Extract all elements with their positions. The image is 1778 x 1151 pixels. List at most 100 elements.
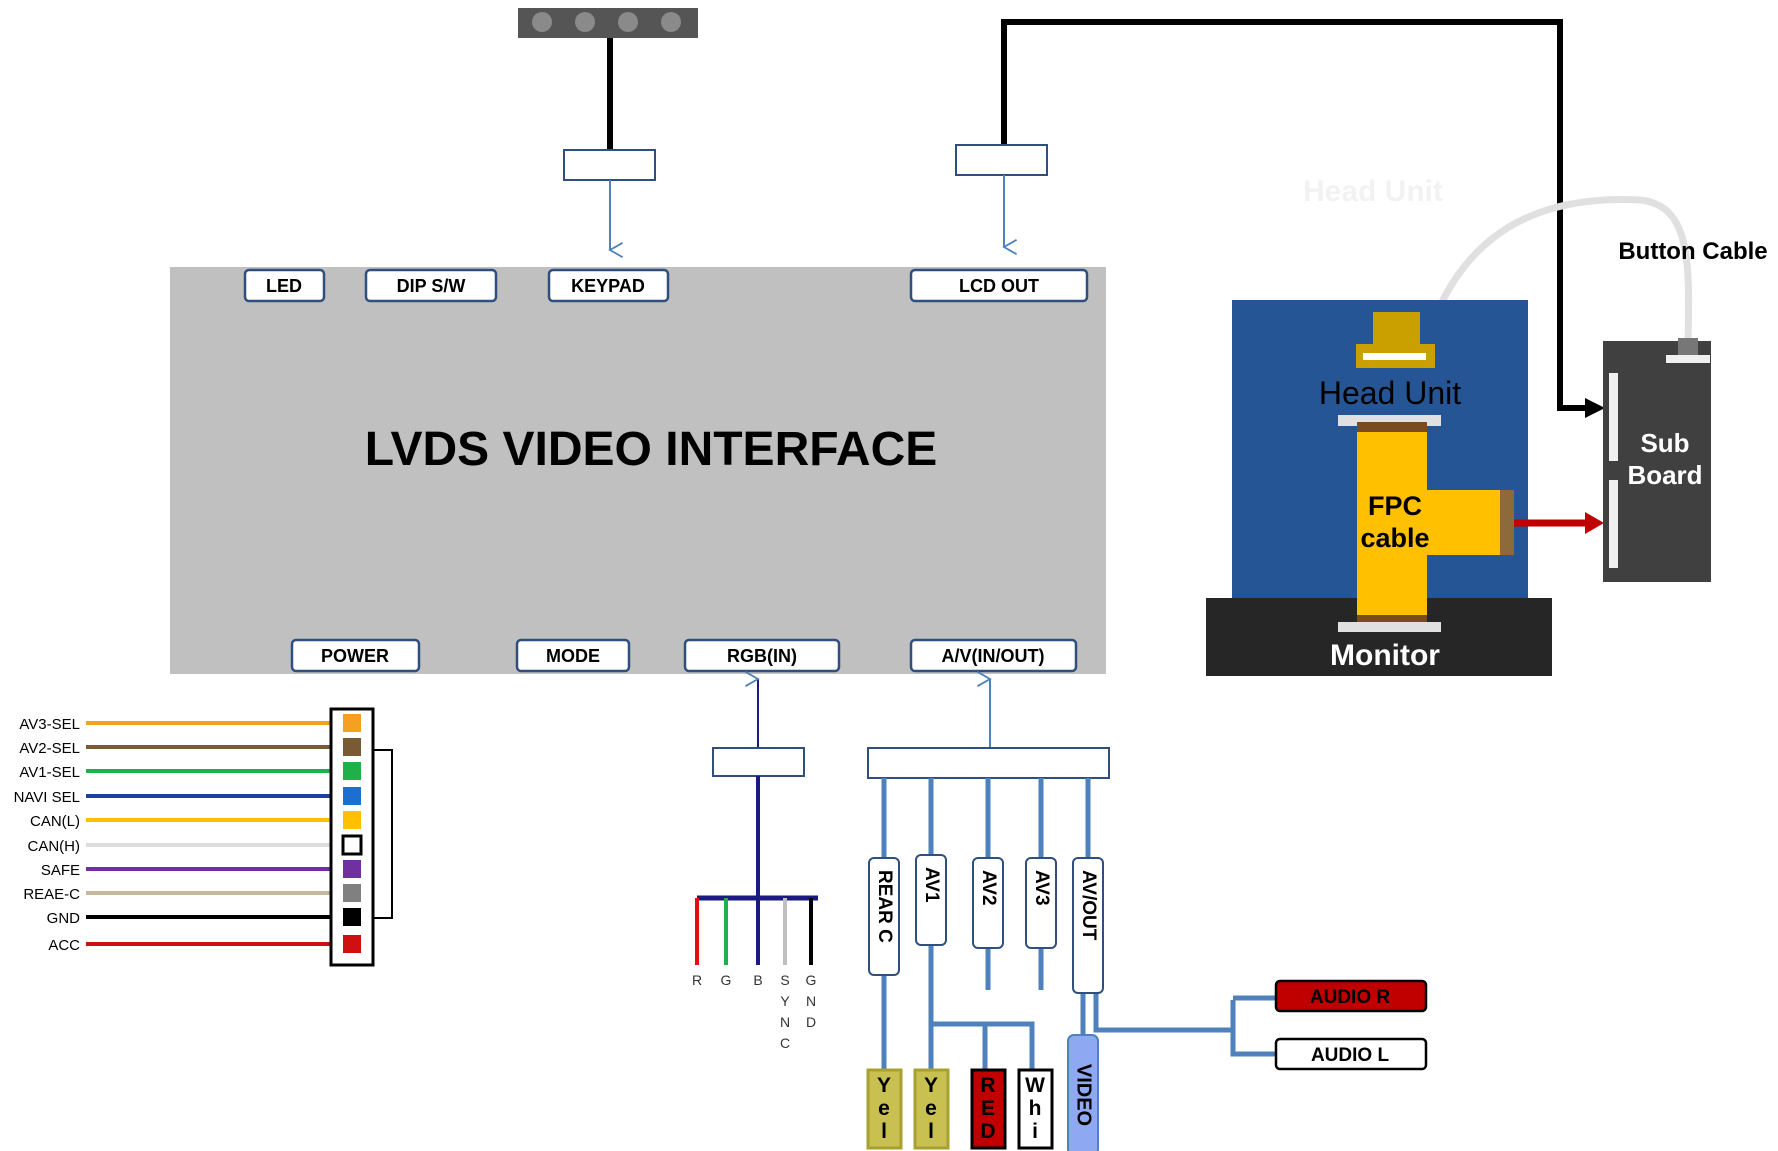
- av-rca-plug: [913, 1068, 950, 1150]
- audio-r-plug: AUDIO R: [1274, 979, 1428, 1013]
- av-branch-box: [1072, 857, 1104, 994]
- rgb-wire-label-char: N: [780, 1014, 790, 1030]
- port-lcd-out-label: LCD OUT: [959, 276, 1039, 296]
- av-rca-plug-label-char: l: [928, 1120, 934, 1143]
- av-connector: [867, 747, 1110, 779]
- fpc-side-end: [1500, 490, 1514, 555]
- interface-box: [170, 267, 1106, 674]
- port-mode: MODE: [515, 638, 631, 673]
- av-rca-plug-label-char: E: [981, 1097, 995, 1120]
- power-wire-label: AV2-SEL: [19, 740, 80, 757]
- av-branch-label: AV2: [978, 870, 999, 906]
- fpc-cable: [1357, 432, 1500, 620]
- port-led: LED: [243, 268, 326, 303]
- port-power: POWER: [290, 638, 421, 673]
- head-unit-faded-label: Head Unit: [1303, 175, 1443, 208]
- button-cable-line: [1421, 196, 1693, 347]
- rgb-wire-label-char: R: [692, 972, 702, 988]
- power-wire-label: NAVI SEL: [14, 789, 80, 806]
- av-branch-box: [1025, 857, 1057, 949]
- power-pin: [341, 834, 363, 856]
- av-rca-plug-label-char: e: [925, 1097, 937, 1120]
- video-plug: VIDEO: [1067, 1034, 1099, 1151]
- keypad-connector: [563, 149, 656, 181]
- port-rgb-in-label: RGB(IN): [727, 646, 797, 666]
- av-branches: REAR C AV1 AV2 AV3 AV/OUT: [868, 854, 1104, 994]
- rgb-wire-label-char: N: [806, 993, 816, 1009]
- av-branch-label: AV1: [921, 867, 942, 903]
- power-pin: [343, 935, 361, 953]
- power-pin: [343, 811, 361, 829]
- power-pin: [343, 787, 361, 805]
- power-wire-label: GND: [47, 910, 81, 927]
- power-pin: [343, 714, 361, 732]
- port-rgb-in: RGB(IN): [683, 638, 841, 673]
- monitor-label: Monitor: [1330, 639, 1440, 672]
- lcd-cable-arrowhead: [1585, 398, 1605, 418]
- fpc-red-arrowhead: [1585, 512, 1604, 534]
- power-pin: [343, 908, 361, 926]
- port-mode-label: MODE: [546, 646, 600, 666]
- av-branch-label: AV/OUT: [1078, 870, 1099, 941]
- av-wires: [881, 778, 1276, 1070]
- port-led-label: LED: [266, 276, 302, 296]
- button-cable-label: Button Cable: [1618, 238, 1767, 265]
- av-rca-plug-label-char: e: [878, 1097, 890, 1120]
- head-unit-label: Head Unit: [1319, 375, 1461, 411]
- av-branch-box: [868, 857, 900, 976]
- audio-r-label: AUDIO R: [1310, 987, 1391, 1008]
- port-dip-switch-label: DIP S/W: [397, 276, 466, 296]
- av-rca-plug: [970, 1068, 1007, 1150]
- keypad-strip: [518, 8, 698, 38]
- port-av-in-out: A/V(IN/OUT): [909, 638, 1078, 673]
- rgb-wire-label-char: Y: [780, 993, 790, 1009]
- sub-board: [1603, 341, 1711, 582]
- port-keypad: KEYPAD: [547, 268, 670, 303]
- av-rca-plug-label-char: i: [1032, 1120, 1038, 1143]
- port-keypad-label: KEYPAD: [571, 276, 645, 296]
- sub-board-port-pin: [1666, 355, 1710, 363]
- port-dip-switch: DIP S/W: [364, 268, 498, 303]
- av-branch-label: REAR C: [874, 870, 895, 943]
- video-plug-label: VIDEO: [1073, 1064, 1095, 1126]
- av-rca-plug-label-char: h: [1029, 1097, 1042, 1120]
- fpc-label-line2: cable: [1360, 523, 1429, 553]
- av-rca-plug: [1017, 1068, 1054, 1150]
- sub-board-slot-top: [1609, 373, 1618, 461]
- rgb-wire-label-char: C: [780, 1035, 790, 1051]
- fpc-bottom-clip: [1338, 622, 1441, 632]
- power-pin: [343, 762, 361, 780]
- power-pin: [343, 860, 361, 878]
- lcd-out-cable: [1001, 19, 1598, 411]
- rgb-connector: [712, 747, 805, 777]
- av-rca-plug-label-char: W: [1025, 1074, 1045, 1097]
- av-branch-box: [972, 857, 1004, 949]
- av-branch-label: AV3: [1031, 870, 1052, 906]
- av-rca-plug: [866, 1068, 903, 1150]
- power-pin: [343, 738, 361, 756]
- power-pin: [343, 884, 361, 902]
- sub-board-button-port: [1678, 338, 1698, 355]
- av-rca-plug-label-char: Y: [877, 1074, 891, 1097]
- interface-title: LVDS VIDEO INTERFACE: [365, 423, 938, 476]
- power-wire-label: REAE-C: [23, 886, 80, 903]
- av-rca-plug-label-char: Y: [924, 1074, 938, 1097]
- port-power-label: POWER: [321, 646, 389, 666]
- power-wire-label: CAN(L): [30, 813, 80, 830]
- rgb-wire-label-char: S: [780, 972, 789, 988]
- head-unit-connector-pin: [1363, 353, 1426, 360]
- power-wire-label: AV1-SEL: [19, 764, 80, 781]
- power-wire-label: AV3-SEL: [19, 716, 80, 733]
- av-rca-plug-label-char: D: [980, 1120, 995, 1143]
- power-connector-bracket: [373, 749, 393, 919]
- port-av-in-out-label: A/V(IN/OUT): [942, 646, 1045, 666]
- lcd-out-connector: [955, 144, 1048, 176]
- port-lcd-out: LCD OUT: [909, 268, 1089, 303]
- av-rca-plug-label-char: R: [980, 1074, 995, 1097]
- sub-board-slot-bottom: [1609, 480, 1618, 568]
- rgb-wire-label-char: G: [721, 972, 732, 988]
